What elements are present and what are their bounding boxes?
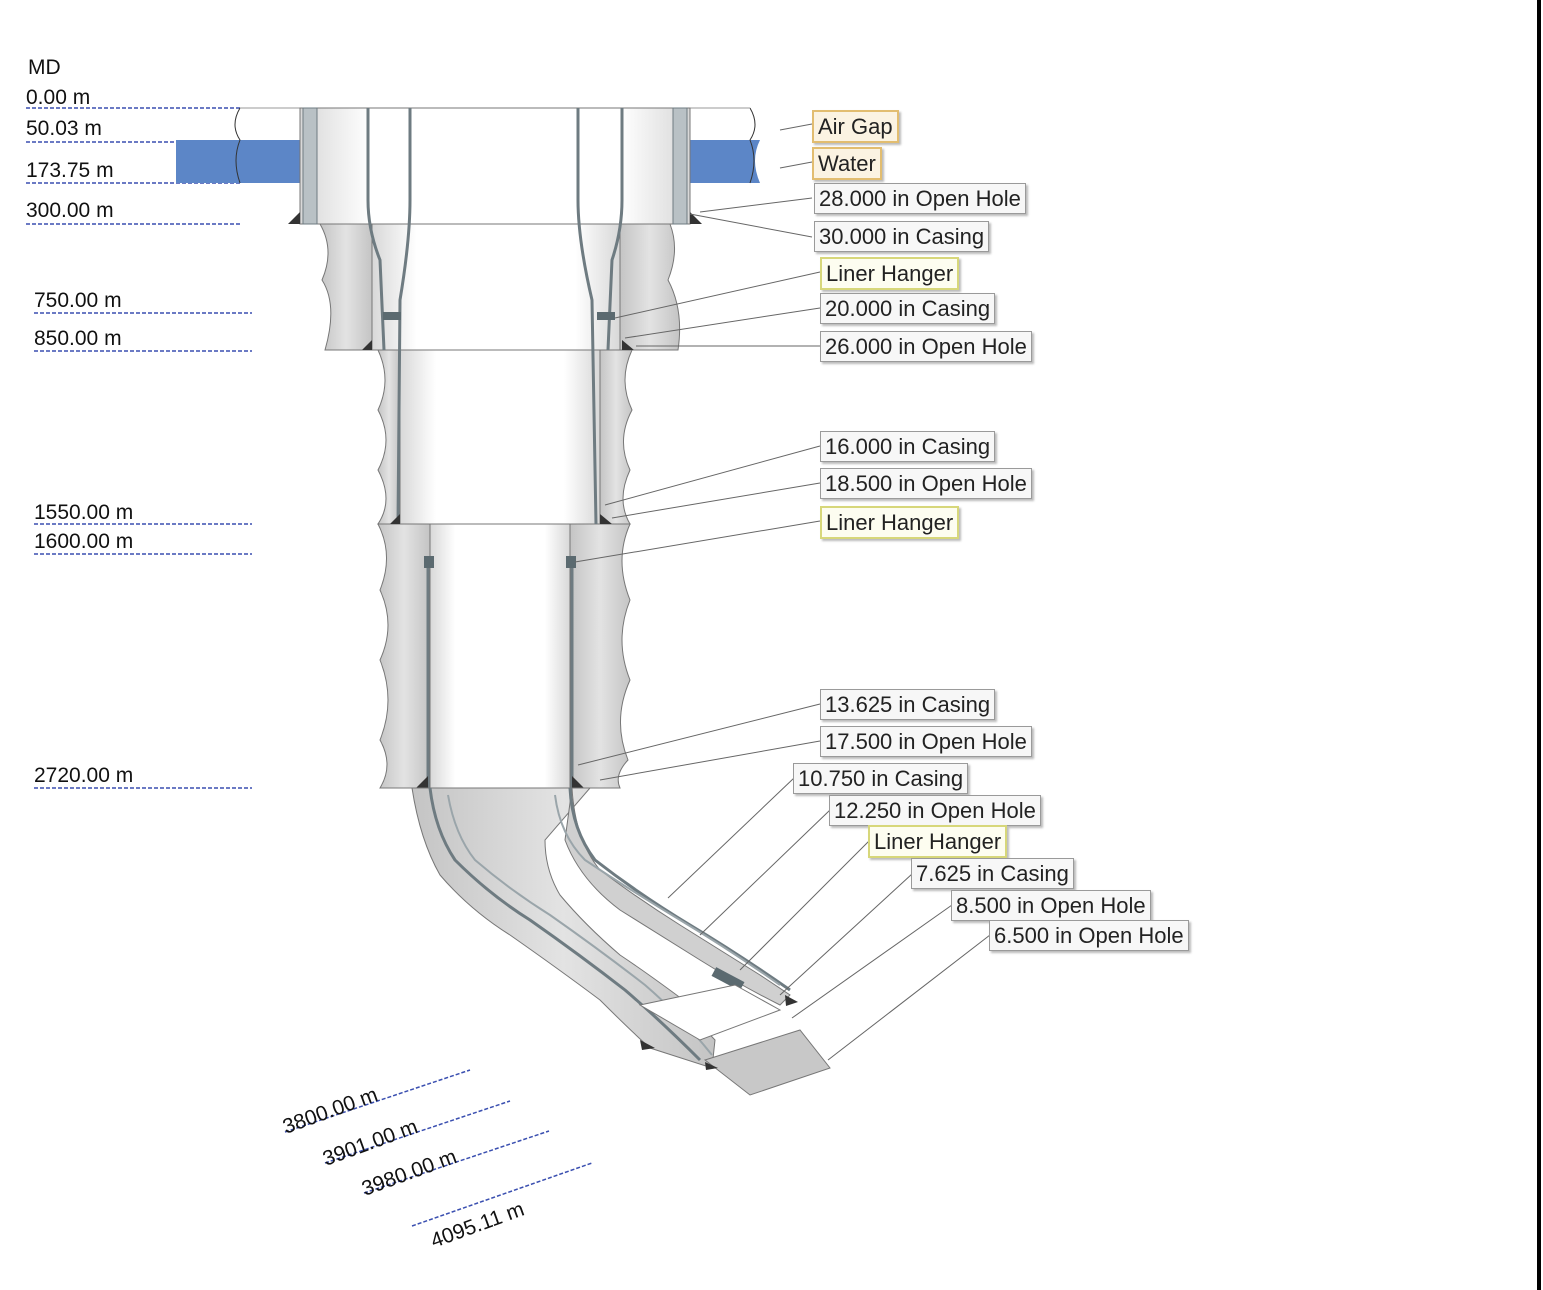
depth-ticks (26, 107, 252, 789)
callout-water: Water (812, 147, 882, 181)
leader-lines (574, 123, 991, 1061)
depth-label: 850.00 m (34, 327, 122, 350)
leader-20in-casing (624, 307, 821, 339)
depth-label: 1550.00 m (34, 501, 134, 524)
depth-label: 2720.00 m (34, 764, 134, 787)
leader-28in-oh (699, 197, 813, 213)
depth-label: 750.00 m (34, 289, 122, 312)
leader-17in-oh (599, 740, 821, 781)
leader-hanger-3 (739, 839, 871, 971)
leader-air-gap (779, 123, 813, 131)
depth-label: 173.75 m (26, 159, 114, 182)
leader-12in-oh (699, 809, 831, 936)
hangers-shoes (288, 212, 702, 788)
deviated-section (411, 787, 831, 1096)
leader-8in-oh (791, 904, 953, 1019)
callout-component: 7.625 in Casing (911, 858, 1074, 890)
callout-component: 30.000 in Casing (814, 221, 990, 253)
leader-10in-casing (667, 777, 795, 899)
leader-16in-casing (604, 445, 821, 506)
casing-16in-left (396, 108, 412, 525)
callout-air-gap: Air Gap (812, 110, 899, 144)
callout-component: 13.625 in Casing (820, 689, 996, 721)
callout-liner-hanger: Liner Hanger (820, 257, 960, 291)
leader-18in-oh (611, 482, 821, 519)
depth-tick-3980 (363, 1130, 550, 1194)
leader-hanger-1 (614, 271, 821, 319)
callout-liner-hanger: Liner Hanger (868, 825, 1008, 859)
casing-16in-right (576, 108, 598, 525)
depth-label: 300.00 m (26, 199, 114, 222)
depth-tick-4095 (411, 1162, 593, 1227)
callout-component: 18.500 in Open Hole (820, 468, 1032, 500)
callout-component: 20.000 in Casing (820, 293, 996, 325)
depth-tick-3901 (324, 1100, 511, 1164)
callout-component: 16.000 in Casing (820, 431, 996, 463)
callout-component: 17.500 in Open Hole (820, 726, 1032, 758)
conductor-casing (299, 107, 691, 225)
leader-13in-casing (577, 703, 821, 766)
casing-strings (366, 108, 624, 788)
leader-7in-casing (779, 873, 913, 996)
callout-component: 26.000 in Open Hole (820, 331, 1032, 363)
leader-6in-oh (827, 934, 991, 1061)
callout-liner-hanger: Liner Hanger (820, 506, 960, 540)
depth-label: 0.00 m (26, 86, 91, 109)
frame-border (1537, 0, 1541, 1290)
depth-tick-3800 (284, 1069, 471, 1133)
leader-water (779, 161, 813, 169)
callout-component: 12.250 in Open Hole (829, 795, 1041, 827)
casing-20in-right (606, 108, 624, 351)
depth-label: 50.03 m (26, 117, 102, 140)
wellbore-interior (371, 223, 621, 789)
casing-20in-left (366, 108, 386, 351)
water-body (176, 107, 760, 184)
cement-sheath (319, 223, 681, 789)
deviated-depth-ticks (284, 1069, 593, 1227)
callout-component: 6.500 in Open Hole (989, 920, 1189, 952)
leader-hanger-2 (574, 520, 821, 563)
callout-component: 10.750 in Casing (793, 763, 969, 795)
callout-component: 8.500 in Open Hole (951, 890, 1151, 922)
depth-label: 1600.00 m (34, 530, 134, 553)
md-axis-title: MD (28, 56, 61, 79)
callout-component: 28.000 in Open Hole (814, 183, 1026, 215)
leader-30in-casing (689, 213, 813, 238)
